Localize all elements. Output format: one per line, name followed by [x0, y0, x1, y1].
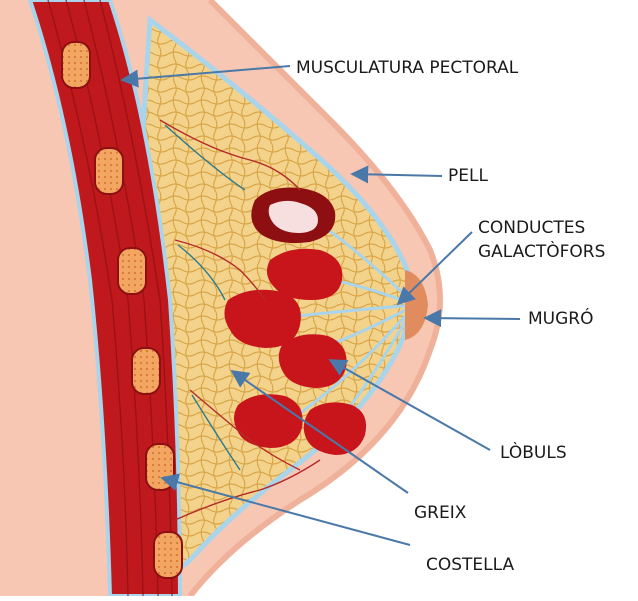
label-skin: PELL: [448, 166, 488, 186]
label-muscle: MUSCULATURA PECTORAL: [296, 58, 518, 78]
label-ducts-line1: CONDUCTES: [478, 218, 585, 238]
label-lobules: LÒBULS: [500, 443, 567, 463]
label-ducts-line2: GALACTÒFORS: [478, 242, 605, 262]
label-nipple: MUGRÓ: [528, 309, 593, 329]
rib: [154, 532, 182, 578]
lobule: [304, 402, 366, 455]
rib: [62, 42, 90, 88]
rib: [132, 348, 160, 394]
arrow-nipple: [425, 318, 520, 319]
rib: [146, 444, 174, 490]
rib: [118, 248, 146, 294]
rib: [95, 148, 123, 194]
label-fat: GREIX: [414, 503, 466, 523]
label-rib: COSTELLA: [426, 555, 514, 575]
